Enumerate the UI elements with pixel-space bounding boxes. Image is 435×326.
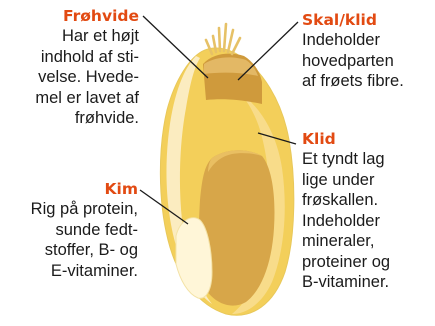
leader-line-skal-klid	[238, 22, 298, 80]
callout-skal-klid-text: Indeholder hovedparten af frøets fibre.	[302, 30, 435, 92]
kernel-hair-tuft	[206, 24, 240, 54]
leader-line-frohvide	[143, 16, 208, 78]
callout-kim: Kim Rig på protein, sunde fedt- stoffer,…	[0, 180, 138, 281]
callout-klid: Klid Et tyndt lag lige under frøskallen.…	[302, 130, 435, 293]
callout-skal-klid-title: Skal/klid	[302, 11, 435, 30]
callout-klid-text: Et tyndt lag lige under frøskallen. Inde…	[302, 149, 435, 293]
callout-frohvide-title: Frøhvide	[0, 7, 139, 26]
callout-kim-title: Kim	[0, 180, 138, 199]
callout-skal-klid: Skal/klid Indeholder hovedparten af frøe…	[302, 11, 435, 92]
callout-kim-text: Rig på protein, sunde fedt- stoffer, B- …	[0, 199, 138, 281]
callout-klid-title: Klid	[302, 130, 435, 149]
callout-frohvide-text: Har et højt indhold af sti- velse. Hvede…	[0, 26, 139, 129]
callout-frohvide: Frøhvide Har et højt indhold af sti- vel…	[0, 7, 139, 129]
